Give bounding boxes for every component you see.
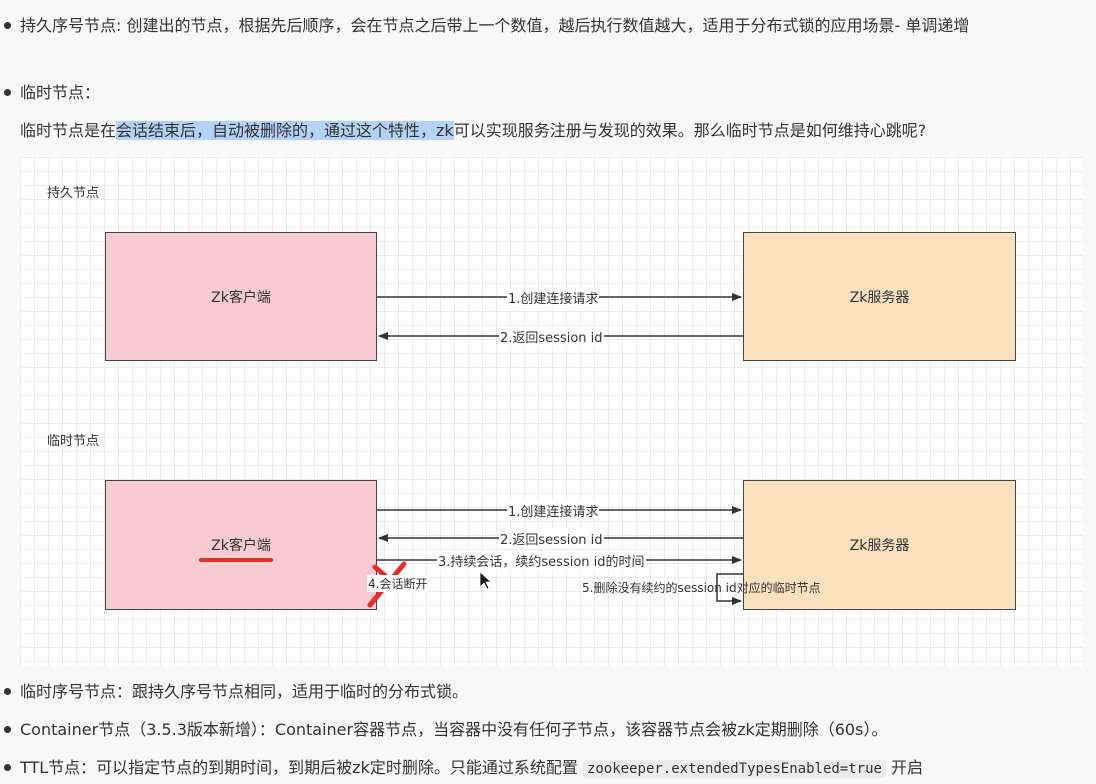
bullet-text: 持久序号节点: 创建出的节点，根据先后顺序，会在节点之后带上一个数值，越后执行数… (20, 16, 970, 35)
label-connect-request: 1.创建连接请求 (507, 501, 600, 520)
persistent-client-box: Zk客户端 (105, 232, 377, 361)
client-label: Zk客户端 (211, 289, 271, 306)
label-connect-request: 1.创建连接请求 (507, 288, 600, 307)
ephemeral-paragraph: 临时节点是在会话结束后，自动被删除的，通过这个特性，zk可以实现服务注册与发现的… (20, 117, 1090, 144)
bullet-dot (4, 688, 11, 695)
label-return-session: 2.返回session id (499, 529, 604, 548)
client-label: Zk客户端 (211, 538, 271, 554)
persistent-server-box: Zk服务器 (743, 232, 1016, 361)
bullet-dot (4, 764, 11, 771)
bullet-text: 临时序号节点：跟持久序号节点相同，适用于临时的分布式锁。 (20, 682, 469, 701)
arrow-delete-loop (716, 573, 743, 605)
label-return-session: 2.返回session id (499, 327, 604, 346)
persistent-section-label: 持久节点 (47, 186, 100, 201)
server-label: Zk服务器 (849, 289, 910, 306)
ephemeral-server-box: Zk服务器 (743, 480, 1016, 610)
config-code: zookeeper.extendedTypesEnabled=true (582, 760, 886, 778)
bullet-text: TTL节点：可以指定节点的到期时间，到期后被zk定时删除。只能通过系统配置 zo… (20, 754, 1090, 783)
bullet-dot (4, 726, 11, 733)
selected-text: 会话结束后，自动被删除的，通过这个特性，zk (116, 121, 454, 140)
ephemeral-section-label: 临时节点 (47, 434, 100, 449)
ephemeral-client-box: Zk客户端 (105, 480, 377, 610)
mouse-cursor-icon (479, 571, 493, 590)
bullet-dot (4, 22, 11, 29)
ttl-text-before: TTL节点：可以指定节点的到期时间，到期后被zk定时删除。只能通过系统配置 (20, 758, 583, 777)
zk-node-diagram: 持久节点 Zk客户端 Zk服务器 临时节点 Zk客户端 Zk服务器 1.创建 (20, 157, 1082, 667)
label-keep-session: 3.持续会话，续约session id的时间 (437, 551, 646, 570)
bullet-text: 临时节点： (20, 83, 101, 102)
paragraph-text-after: 可以实现服务注册与发现的效果。那么临时节点是如何维持心跳呢? (453, 121, 927, 140)
label-delete-node: 5.删除没有续约的session id对应的临时节点 (582, 581, 821, 595)
bullet-dot (4, 89, 11, 96)
label-session-disconnect: 4.会话断开 (367, 575, 429, 592)
server-label: Zk服务器 (849, 538, 910, 554)
bullet-text: Container节点（3.5.3版本新增）：Container容器节点，当容器… (20, 720, 888, 739)
ttl-text-after: 开启 (885, 758, 924, 777)
paragraph-text-before: 临时节点是在 (20, 121, 117, 140)
